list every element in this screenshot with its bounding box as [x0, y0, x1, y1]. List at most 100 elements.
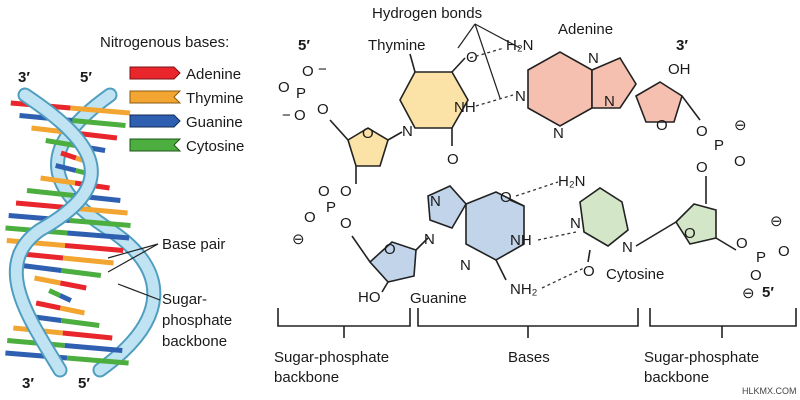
rung-half: [40, 175, 76, 186]
guanine-n9: N: [424, 231, 435, 248]
bracket-left: [277, 308, 411, 338]
guanine-label: Guanine: [410, 290, 467, 307]
phos-tl-p: P: [296, 85, 306, 102]
sugar-bottom-right: [674, 203, 717, 245]
phos-tl-o3: O: [302, 63, 314, 80]
rung-half: [59, 305, 85, 316]
helix-end-5-bottom: 5′: [78, 375, 90, 392]
phos-bl-o4: O: [304, 209, 316, 226]
thymine-n: N: [402, 123, 413, 140]
guanine-o: O: [500, 189, 512, 206]
watermark: HLKMX.COM: [742, 386, 797, 396]
helix-end-3-top: 3′: [18, 69, 30, 86]
backbone-pointer: [117, 283, 161, 301]
hbond-pointer-2: [474, 23, 501, 99]
helix-front-strand-inner: [10, 89, 97, 376]
phos-bl-ominus: ⊖: [292, 231, 305, 248]
rung-half: [21, 263, 62, 273]
cytosine-ring: [579, 187, 629, 247]
hydrogen-bonds-label: Hydrogen bonds: [372, 5, 482, 22]
bracket-left-label-2: backbone: [274, 369, 339, 386]
legend-item-thymine: Thymine: [129, 90, 244, 107]
sugar-bottom-left: [368, 241, 417, 283]
phos-br-ominus: ⊖: [770, 213, 783, 230]
guanine-nh: NH: [510, 232, 532, 249]
adenine-n9: N: [604, 93, 615, 110]
phos-tr-p: P: [714, 137, 724, 154]
legend-item-cytosine: Cytosine: [129, 138, 244, 155]
rung-half: [64, 343, 123, 353]
hbond-gc-1: [515, 181, 559, 197]
rung-half: [60, 150, 77, 161]
rung-half: [26, 188, 74, 198]
bracket-right-label-1: Sugar-phosphate: [644, 349, 759, 366]
legend-label-adenine: Adenine: [186, 66, 241, 83]
adenine-n3: N: [553, 125, 564, 142]
phos-tl-minus2: −: [282, 107, 291, 124]
thymine-o-bottom: O: [447, 151, 459, 168]
backbone-label-3: backbone: [162, 333, 227, 350]
sugar-tr-o: O: [656, 117, 668, 134]
hbond-pointer-3: [474, 23, 521, 49]
bracket-middle: [417, 308, 639, 338]
guanine-ring-6: [465, 191, 525, 261]
phos-bl-o3: O: [318, 183, 330, 200]
region-brackets: Sugar-phosphate backbone Bases Sugar-pho…: [274, 308, 797, 386]
rung-half: [61, 268, 102, 278]
sugar-top-left: [347, 127, 389, 167]
rung-half: [59, 280, 87, 291]
guanine-nh2: NH₂: [510, 281, 538, 298]
hbond-gc-3: [541, 267, 585, 289]
phos-br-o3: O: [750, 267, 762, 284]
phos-tr-o3: O: [696, 159, 708, 176]
guanine-n7: N: [430, 193, 441, 210]
sugar-top-right: [635, 81, 683, 123]
sugar-bl-ho: HO: [358, 289, 381, 306]
cytosine-n1: N: [622, 239, 633, 256]
sugar-bl-o: O: [384, 241, 396, 258]
adenine-n1: N: [515, 88, 526, 105]
bracket-left-label-1: Sugar-phosphate: [274, 349, 389, 366]
base-pair-chemistry: Hydrogen bonds Thymine Adenine 5′ 3′ 5′ …: [278, 5, 790, 307]
cytosine-n3: N: [570, 215, 581, 232]
hbond-ta-2: [475, 94, 514, 107]
thymine-swatch: [129, 90, 182, 104]
phos-tl-o: O: [317, 101, 329, 118]
adenine-ring-5: [591, 56, 637, 109]
adenine-label: Adenine: [558, 21, 613, 38]
hbond-pointer-1: [457, 23, 476, 49]
legend-item-guanine: Guanine: [129, 114, 243, 131]
rung-half: [64, 243, 124, 253]
base-pair-label: Base pair: [162, 236, 225, 253]
rung-half: [62, 330, 113, 341]
phos-tl-o2: O: [278, 79, 290, 96]
rung-half: [45, 138, 76, 148]
cytosine-h2n: H₂N: [558, 173, 586, 190]
bracket-middle-label: Bases: [508, 349, 550, 366]
phos-br-ominus2: ⊖: [742, 285, 755, 302]
bracket-right: [649, 308, 797, 338]
legend-label-thymine: Thymine: [186, 90, 244, 107]
phos-bl-p: P: [326, 199, 336, 216]
rung-half: [66, 355, 129, 366]
phos-tr-ominus: ⊖: [734, 117, 747, 134]
rung-half: [69, 218, 131, 228]
five-prime-top: 5′: [298, 37, 310, 54]
legend-label-guanine: Guanine: [186, 114, 243, 131]
rung-half: [67, 230, 130, 241]
phos-bl-o: O: [340, 215, 352, 232]
adenine-n7: N: [588, 50, 599, 67]
rung-half: [72, 118, 126, 128]
sugar-tl-o: O: [362, 125, 374, 142]
rung-half: [48, 288, 62, 298]
thymine-label: Thymine: [368, 37, 426, 54]
rung-half: [62, 255, 114, 266]
cytosine-swatch: [129, 138, 182, 152]
double-helix: 3′ 5′ 3′ 5′ Base pair Sugar- phosphate b…: [5, 69, 232, 392]
cytosine-o: O: [583, 263, 595, 280]
adenine-ring-6: [527, 51, 593, 127]
base-pair-pointer-2: [107, 243, 159, 273]
backbone-label-1: Sugar-: [162, 291, 207, 308]
backbone-label-2: phosphate: [162, 312, 232, 329]
